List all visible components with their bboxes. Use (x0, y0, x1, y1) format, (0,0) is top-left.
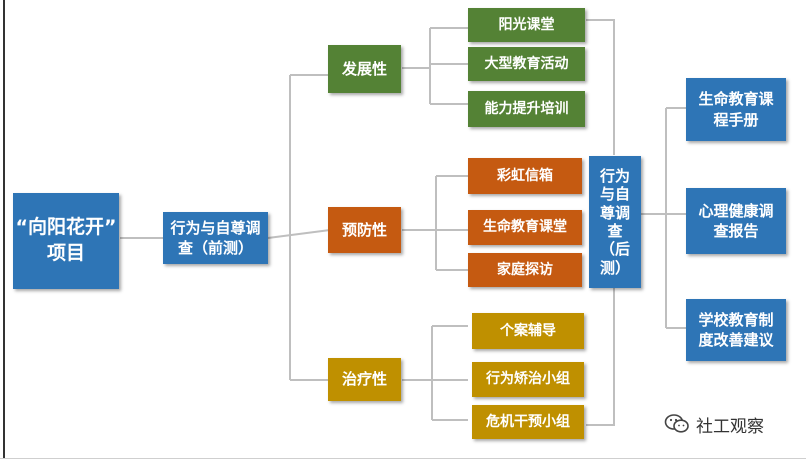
output-node: 心理健康调 查报告 (686, 188, 786, 254)
activity-item: 彩虹信箱 (468, 158, 582, 194)
activity-label: 阳光课堂 (498, 16, 555, 33)
activity-label: 个案辅导 (500, 322, 556, 339)
activity-label: 彩虹信箱 (497, 167, 553, 184)
activity-label: 行为矫治小组 (486, 371, 570, 388)
output-label: 学校教育制 度改善建议 (698, 310, 774, 349)
activity-item: 阳光课堂 (468, 8, 585, 42)
activity-label: 能力提升培训 (484, 100, 569, 117)
category-label: 治疗性 (341, 370, 387, 389)
activity-label: 大型教育活动 (484, 55, 569, 72)
root-node: “向阳花开” 项目 (13, 193, 119, 289)
activity-item: 危机干预小组 (472, 405, 584, 439)
activity-label: 危机干预小组 (486, 413, 570, 430)
root-label: “向阳花开” 项目 (15, 216, 117, 264)
category-label: 预防性 (341, 220, 387, 239)
left-border (3, 0, 5, 459)
posttest-label: 行为 与自 尊调 查 （后 测） (599, 167, 630, 277)
output-node: 生命教育课 程手册 (686, 78, 786, 141)
watermark-text: 社工观察 (696, 416, 764, 437)
output-label: 生命教育课 程手册 (698, 90, 774, 129)
activity-item: 能力提升培训 (468, 91, 585, 127)
category-label: 发展性 (341, 59, 387, 78)
category-prevention: 预防性 (328, 207, 401, 253)
activity-item: 大型教育活动 (468, 47, 585, 81)
posttest-node: 行为 与自 尊调 查 （后 测） (589, 156, 641, 288)
pretest-node: 行为与自尊调 查（前测） (163, 212, 268, 264)
output-node: 学校教育制 度改善建议 (686, 299, 786, 361)
activity-label: 生命教育课堂 (483, 219, 567, 236)
activity-item: 家庭探访 (468, 253, 582, 287)
activity-item: 个案辅导 (472, 313, 584, 349)
output-label: 心理健康调 查报告 (698, 201, 774, 240)
wechat-icon (664, 414, 689, 433)
category-treatment: 治疗性 (328, 358, 401, 401)
activity-item: 生命教育课堂 (468, 210, 582, 245)
activity-item: 行为矫治小组 (472, 362, 584, 397)
pretest-label: 行为与自尊调 查（前测） (170, 218, 261, 257)
activity-label: 家庭探访 (497, 261, 553, 278)
category-development: 发展性 (328, 45, 401, 93)
watermark: 社工观察 (664, 409, 764, 439)
